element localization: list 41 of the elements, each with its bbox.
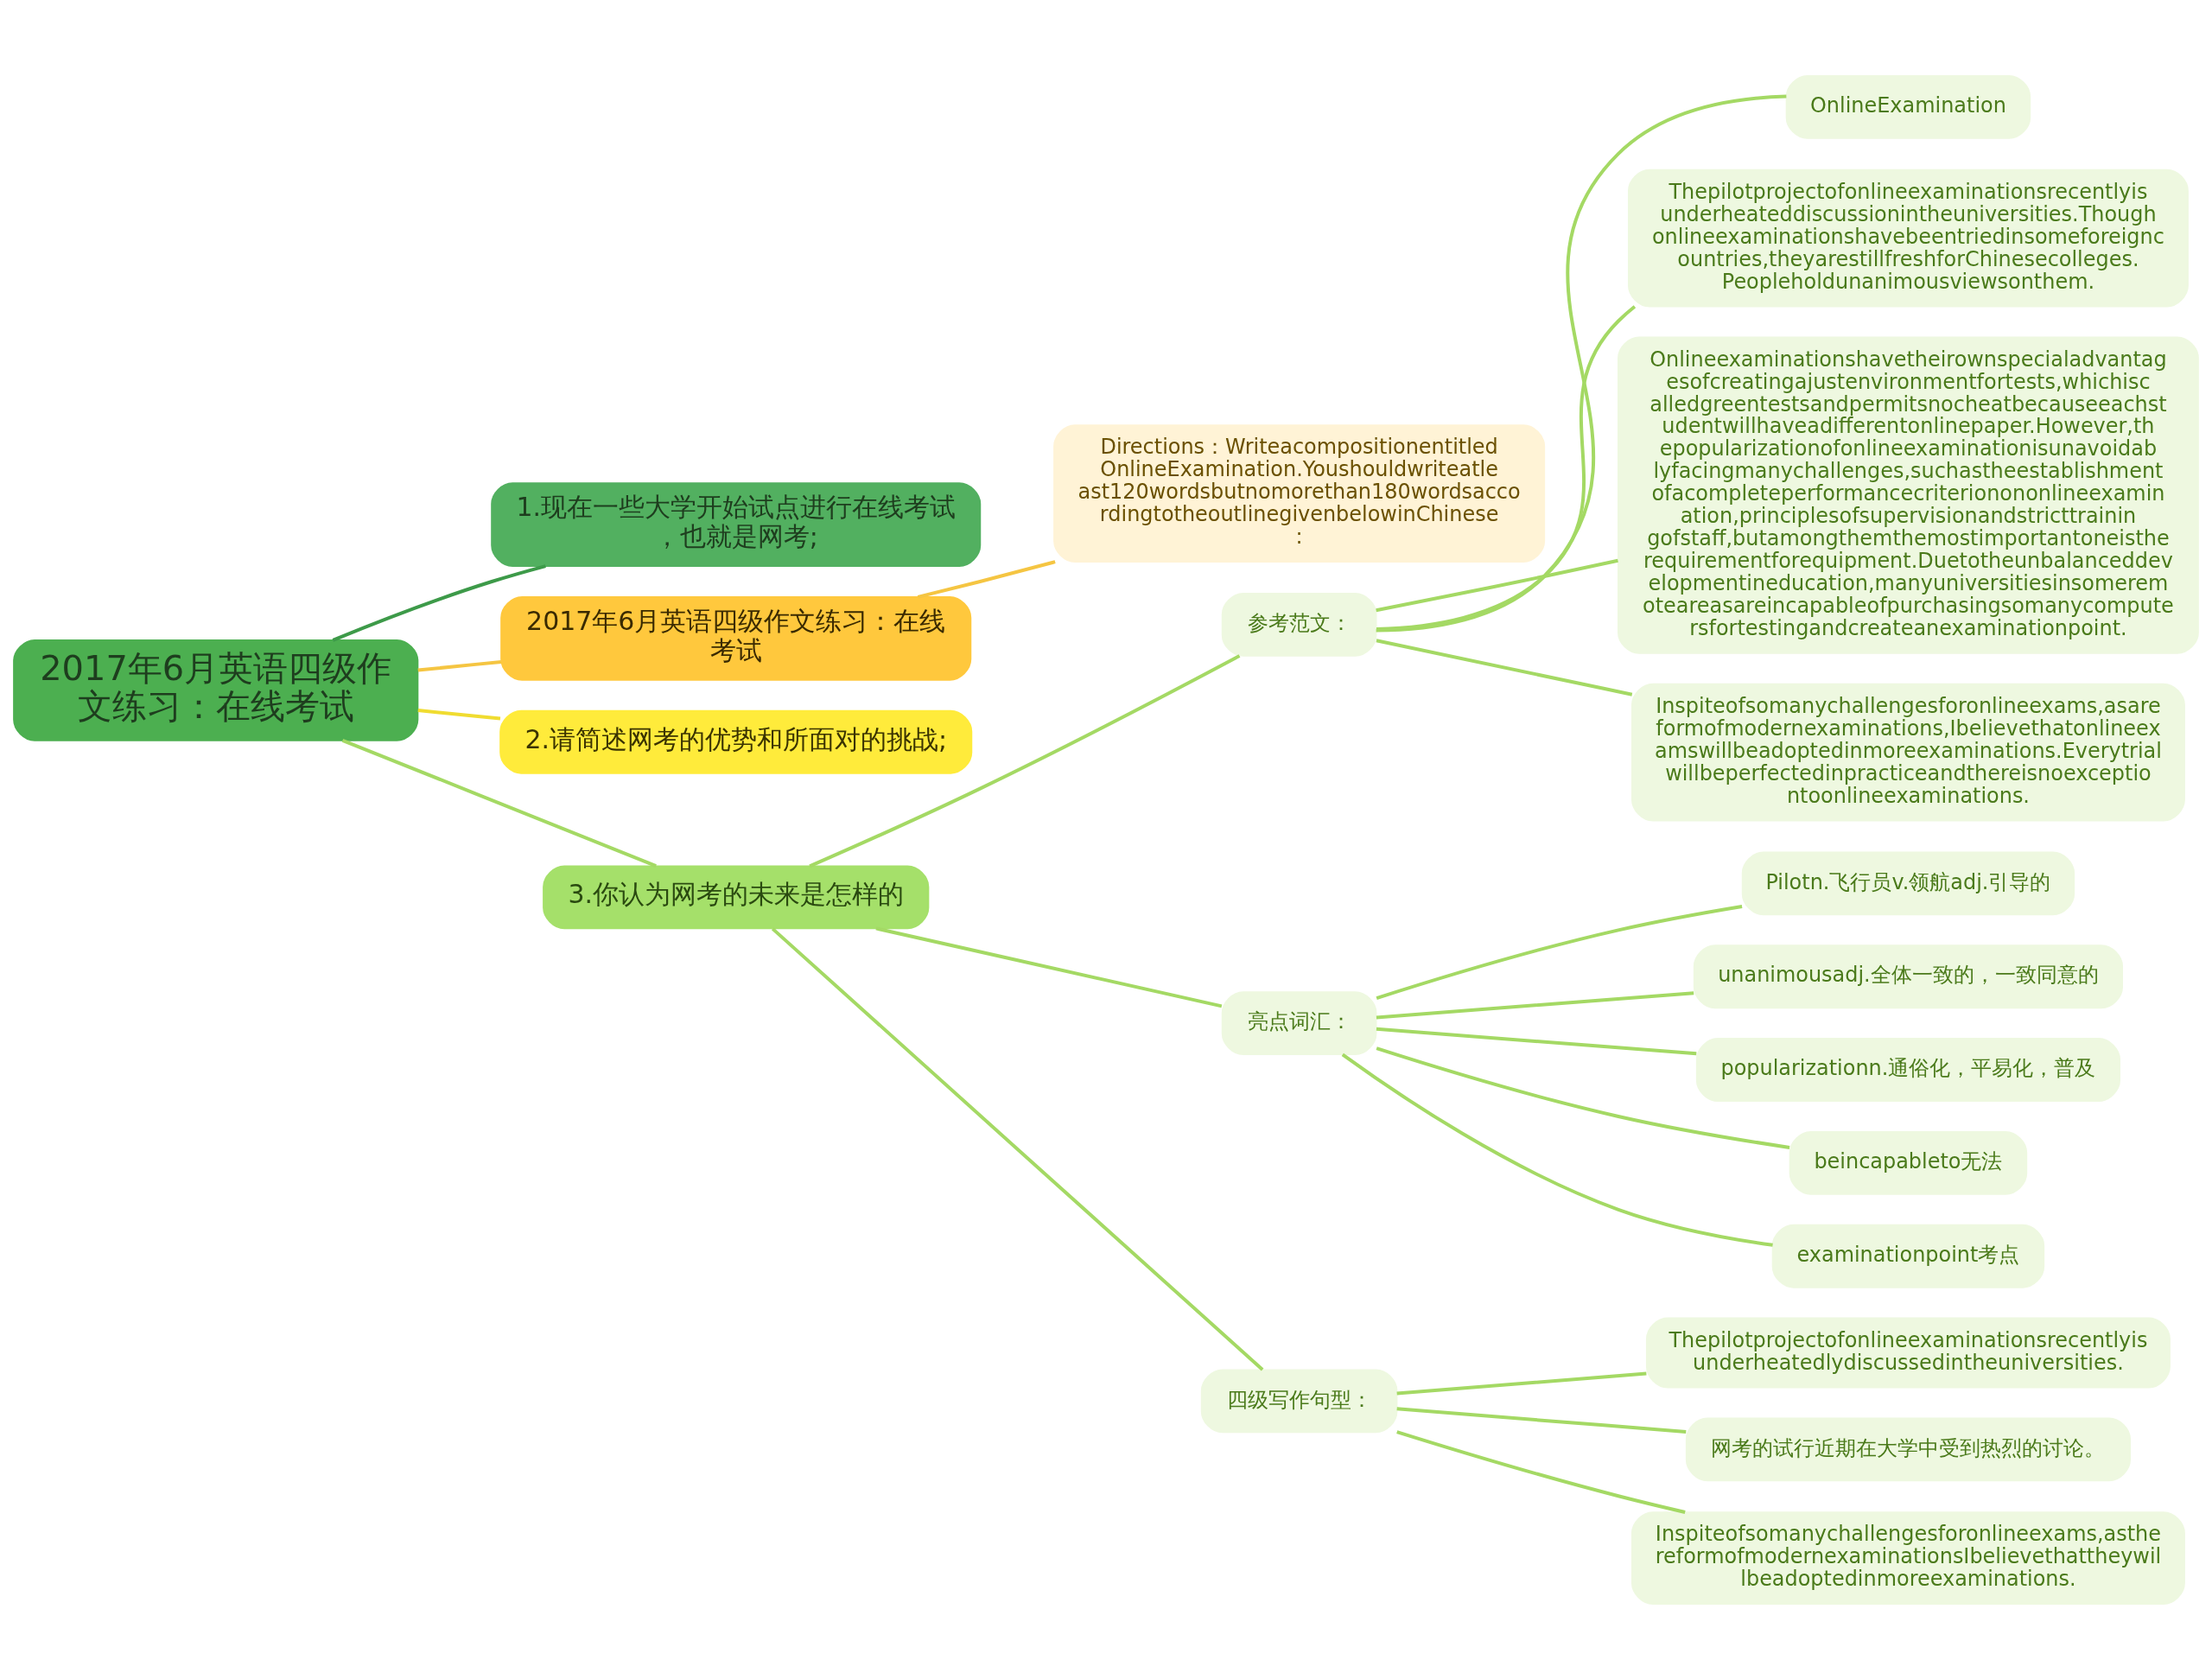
node-box: popularizationn.通俗化，平易化，普及 (1695, 1037, 2121, 1102)
connector (1341, 1053, 1773, 1247)
connector (1376, 1046, 1790, 1149)
connector (1376, 904, 1743, 1000)
connector (1376, 304, 1637, 631)
connector (917, 559, 1056, 599)
node-box: 3.你认为网考的未来是怎样的 (543, 864, 930, 929)
node-box: 四级写作句型： (1200, 1368, 1398, 1433)
node-box: 网考的试行近期在大学中受到热烈的讨论。 (1685, 1416, 2131, 1481)
node-box: 参考范文： (1221, 592, 1377, 657)
connector (1376, 558, 1618, 612)
node-box: unanimousadj.全体一致的，一致同意的 (1693, 944, 2123, 1008)
node-box: Pilotn.飞行员v.领航adj.引导的 (1741, 851, 2075, 915)
node-box: 2017年6月英语四级作文练习：在线考试 (13, 639, 419, 741)
connector (809, 653, 1241, 868)
connector (332, 563, 546, 642)
node-box: OnlineExamination (1785, 74, 2031, 139)
node-box: Thepilotprojectofonlineexaminationsrecentlyisunderheateddiscussionintheuniversities.Thoughonlineexaminationshavebeentriedinsomeforeigncountries,theyarestillfreshforChinesecolleges.Peopleholdunanimousviewsonthem. (1628, 169, 2189, 308)
connector (417, 708, 501, 721)
connector (417, 659, 502, 672)
node-box: 2.请简述网考的优势和所面对的挑战; (499, 709, 973, 774)
connector (875, 925, 1223, 1008)
node-box: examinationpoint考点 (1771, 1224, 2045, 1288)
connector (1376, 990, 1694, 1019)
node-box: 1.现在一些大学开始试点进行在线考试，也就是网考; (491, 481, 982, 567)
connector (1396, 1429, 1686, 1514)
node-box: Directions：WriteacompositionentitledOnlineExamination.Youshouldwriteatleast120wordsbutnomorethan180wordsaccordingtotheoutlinegivenbelowinChinese: (1053, 423, 1546, 563)
node-box: 亮点词汇： (1221, 990, 1377, 1055)
connector (1376, 638, 1633, 696)
node-box: 2017年6月英语四级作文练习：在线考试 (500, 595, 972, 681)
connector (771, 926, 1264, 1371)
connector (1396, 1406, 1687, 1434)
connector (341, 738, 657, 868)
connector (1396, 1371, 1647, 1396)
node-box: Inspiteofsomanychallengesforonlineexams,asareformofmodernexaminations,Ibelievethatonlineexamswillbeadoptedinmoreexaminations.Everytrialwillbeperfectedinpracticeandthereisnoexceptiontoonlineexaminations. (1631, 683, 2185, 822)
connector (1376, 1027, 1697, 1055)
connector (1376, 94, 1787, 633)
node-box: beincapableto无法 (1789, 1130, 2028, 1195)
node-box: Inspiteofsomanychallengesforonlineexams,asthereformofmodernexaminationsIbelievethattheywillbeadoptedinmoreexaminations. (1631, 1510, 2185, 1605)
node-box: Onlineexaminationshavetheirownspecialadvantagesofcreatingajustenvironmentfortests,whichiscalledgreentestsandpermitsnocheatbecauseeachstudentwillhaveadifferentonlinepaper.However,thepopularizationofonlineexaminationisunavoidablyfacingmanychallenges,suchastheestablishmentofacompleteperformancecriterionononlineexamination,principlesofsupervisionandstricttrainingofstaff,butamongthemthemostimportantoneistherequirementforequipment.Duetotheunbalanceddevelopmentineducation,manyuniversitiesinsomeremoteareasareincapableofpurchasingsomanycomputersfortestingandcreateanexaminationpoint. (1618, 336, 2199, 654)
node-box: Thepilotprojectofonlineexaminationsrecentlyisunderheatedlydiscussedintheuniversities. (1645, 1317, 2171, 1388)
